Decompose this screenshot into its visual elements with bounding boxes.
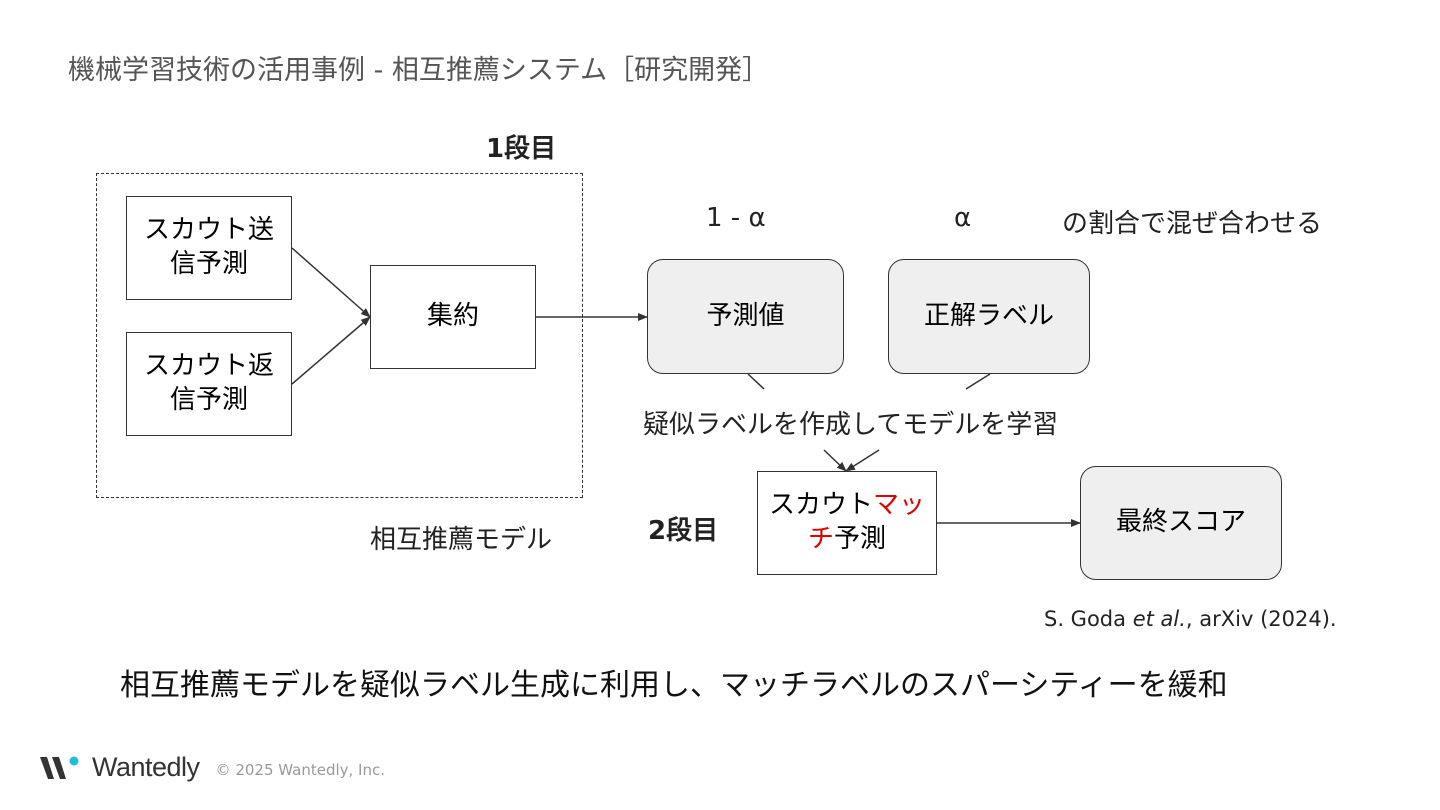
connector-predicted-down xyxy=(747,373,765,390)
scout-send-line2: 信予測 xyxy=(169,249,248,279)
aggregate-box: 集約 xyxy=(370,265,536,369)
group-label: 相互推薦モデル xyxy=(370,525,553,555)
scout-match-line1-red: マッ xyxy=(873,490,926,521)
scout-send-line1: スカウト送 xyxy=(143,215,274,246)
wantedly-logo-text: Wantedly xyxy=(92,752,200,782)
scout-reply-line1: スカウト返 xyxy=(143,351,274,382)
arrow-send-to-aggregate xyxy=(291,247,371,318)
arrow-reply-to-aggregate xyxy=(291,316,371,385)
headline: 相互推薦モデルを疑似ラベル生成に利用し、マッチラベルのスパーシティーを緩和 xyxy=(120,668,1228,703)
weight-pred-label: 1 - α xyxy=(706,203,766,233)
copyright: © 2025 Wantedly, Inc. xyxy=(215,760,385,779)
predicted-value-box: 予測値 xyxy=(647,259,844,374)
scout-reply-line2: 信予測 xyxy=(169,385,248,415)
aggregate-label: 集約 xyxy=(426,301,479,332)
scout-match-prediction-box: スカウトマッ チ予測 xyxy=(757,471,937,575)
citation-etal: et al. xyxy=(1132,607,1186,631)
mixing-description: の割合で混ぜ合わせる xyxy=(1062,209,1323,239)
footer: Wantedly © 2025 Wantedly, Inc. xyxy=(40,752,385,783)
scout-match-line2-suffix: 予測 xyxy=(834,524,887,554)
wantedly-logo-icon xyxy=(40,756,79,779)
final-score-label: 最終スコア xyxy=(1115,507,1246,538)
arrow-pseudo-right xyxy=(845,449,880,472)
correct-label-text: 正解ラベル xyxy=(923,300,1054,331)
stage1-label: 1段目 xyxy=(486,134,557,164)
scout-send-prediction-box: スカウト送 信予測 xyxy=(126,196,292,300)
final-score-box: 最終スコア xyxy=(1080,466,1282,580)
predicted-value-label: 予測値 xyxy=(706,300,785,331)
citation-authors: S. Goda xyxy=(1044,607,1133,631)
scout-reply-prediction-box: スカウト返 信予測 xyxy=(126,332,292,436)
scout-match-line1-prefix: スカウト xyxy=(768,490,873,521)
pseudo-label-text: 疑似ラベルを作成してモデルを学習 xyxy=(643,410,1059,440)
arrow-pseudo-left xyxy=(823,449,847,472)
citation: S. Goda et al., arXiv (2024). xyxy=(1044,607,1337,631)
connector-label-down xyxy=(965,373,991,390)
citation-rest: , arXiv (2024). xyxy=(1185,607,1337,631)
weight-label-label: α xyxy=(954,203,972,233)
correct-label-box: 正解ラベル xyxy=(888,259,1090,374)
scout-match-line2-red: チ xyxy=(807,524,834,554)
page-title: 機械学習技術の活用事例 - 相互推薦システム［研究開発］ xyxy=(68,55,770,86)
mutual-recommendation-model-group xyxy=(96,173,583,498)
stage2-label: 2段目 xyxy=(648,516,719,546)
